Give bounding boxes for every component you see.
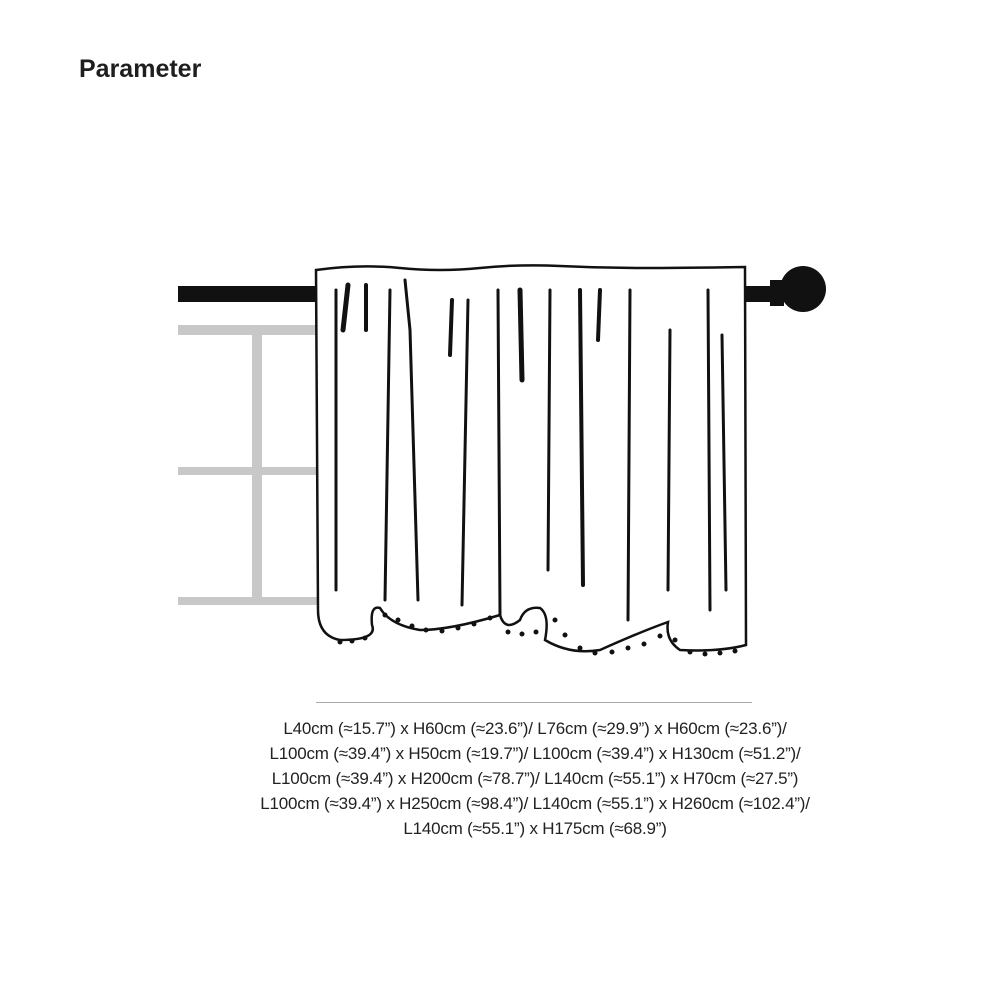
divider: [316, 702, 752, 703]
spec-line: L140cm (≈55.1”) x H175cm (≈68.9”): [403, 819, 667, 838]
spec-line: L100cm (≈39.4”) x H200cm (≈78.7”)/ L140c…: [271, 769, 799, 788]
spec-line: L40cm (≈15.7”) x H60cm (≈23.6”)/ L76cm (…: [283, 719, 787, 738]
pompom-trim: [337, 612, 738, 657]
rod-finial-icon: [780, 266, 826, 312]
size-specifications: L40cm (≈15.7”) x H60cm (≈23.6”)/ L76cm (…: [150, 716, 920, 841]
page-title: Parameter: [79, 55, 202, 83]
curtain-panel: [314, 264, 748, 657]
window-frame: [178, 325, 318, 605]
spec-line: L100cm (≈39.4”) x H50cm (≈19.7”)/ L100cm…: [269, 744, 801, 763]
spec-line: L100cm (≈39.4”) x H250cm (≈98.4”)/ L140c…: [260, 794, 810, 813]
